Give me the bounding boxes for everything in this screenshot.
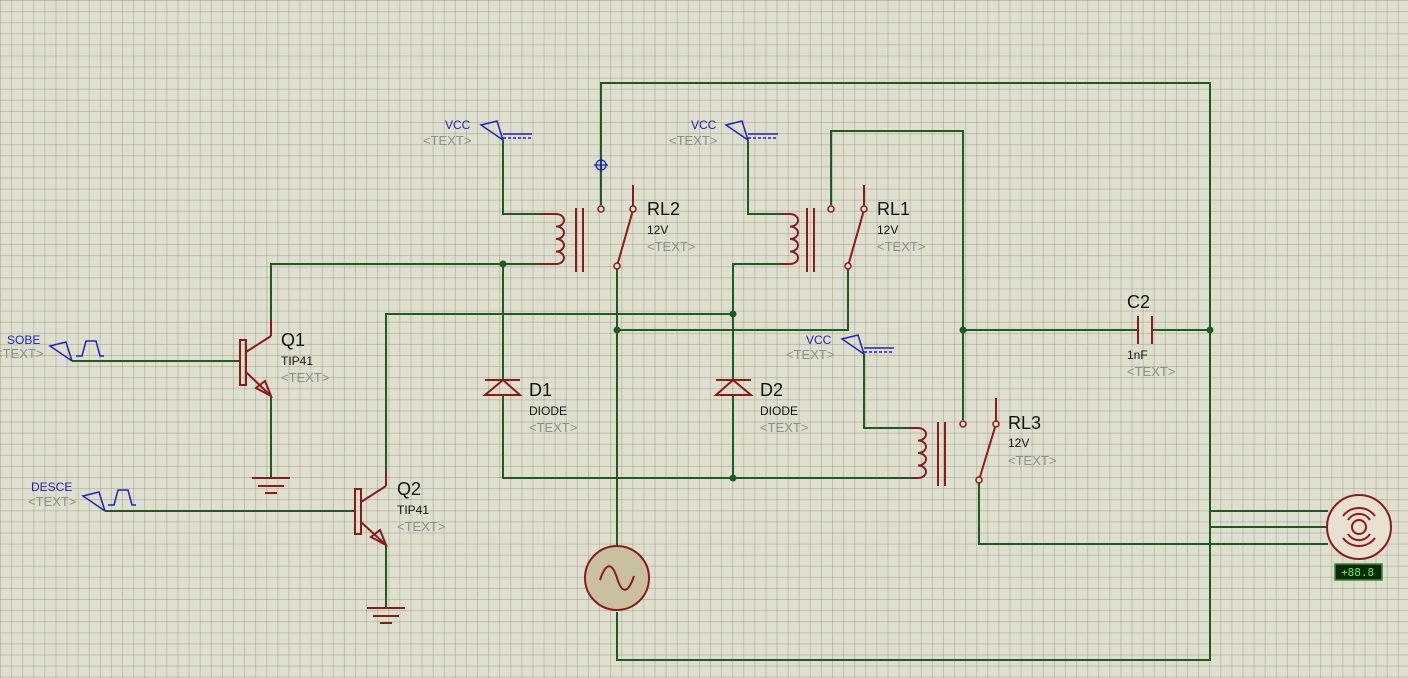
relay-rl1[interactable]: RL1 12V <TEXT> bbox=[782, 185, 925, 272]
sobe-label: SOBE bbox=[7, 333, 40, 347]
vcc-terminal-2[interactable]: VCC <TEXT> bbox=[669, 118, 778, 148]
sine-wave-icon bbox=[599, 565, 635, 591]
transistor-q2[interactable]: Q2 TIP41 <TEXT> bbox=[352, 470, 445, 548]
rl3-ref: RL3 bbox=[1008, 413, 1041, 433]
junctions bbox=[499, 260, 1214, 482]
relay-rl2[interactable]: RL2 12V <TEXT> bbox=[540, 185, 695, 272]
motor-readout-value: +88.8 bbox=[1341, 566, 1374, 579]
rl1-text-placeholder: <TEXT> bbox=[877, 239, 925, 254]
transistor-q1[interactable]: Q1 TIP41 <TEXT> bbox=[237, 320, 329, 399]
vcc-terminal-3[interactable]: VCC <TEXT> bbox=[786, 333, 894, 362]
ground-icon bbox=[367, 607, 405, 624]
vcc-label-3: VCC bbox=[806, 333, 832, 347]
sobe-text-placeholder: <TEXT> bbox=[0, 346, 43, 361]
diode-d1[interactable]: D1 DIODE <TEXT> bbox=[482, 378, 577, 435]
d2-text-placeholder: <TEXT> bbox=[760, 420, 808, 435]
d1-text-placeholder: <TEXT> bbox=[529, 420, 577, 435]
rl3-value: 12V bbox=[1008, 436, 1029, 450]
ac-source[interactable] bbox=[584, 545, 650, 611]
ground-icon bbox=[252, 477, 290, 494]
vcc-label-1: VCC bbox=[445, 118, 471, 132]
desce-generator[interactable]: DESCE <TEXT> bbox=[28, 480, 136, 512]
c2-text-placeholder: <TEXT> bbox=[1127, 364, 1175, 379]
vcc-text-placeholder-3: <TEXT> bbox=[786, 347, 834, 362]
motor-readout: +88.8 bbox=[1334, 563, 1383, 581]
c2-value: 1nF bbox=[1127, 348, 1148, 362]
q2-value: TIP41 bbox=[397, 503, 429, 517]
rl1-ref: RL1 bbox=[877, 199, 910, 219]
c2-ref: C2 bbox=[1127, 292, 1150, 312]
q1-ref: Q1 bbox=[281, 330, 305, 350]
crosshair-cursor-icon bbox=[594, 158, 608, 172]
rl2-value: 12V bbox=[647, 223, 668, 237]
q2-ref: Q2 bbox=[397, 479, 421, 499]
vcc-terminal-1[interactable]: VCC <TEXT> bbox=[423, 118, 532, 148]
rl2-ref: RL2 bbox=[647, 199, 680, 219]
q2-text-placeholder: <TEXT> bbox=[397, 519, 445, 534]
d1-value: DIODE bbox=[529, 404, 567, 418]
rl3-text-placeholder: <TEXT> bbox=[1008, 453, 1056, 468]
rl1-value: 12V bbox=[877, 223, 898, 237]
vcc-text-placeholder-1: <TEXT> bbox=[423, 133, 471, 148]
capacitor-c2[interactable]: C2 1nF <TEXT> bbox=[1127, 292, 1175, 379]
q1-value: TIP41 bbox=[281, 354, 313, 368]
stepper-motor[interactable] bbox=[1326, 494, 1392, 560]
d2-value: DIODE bbox=[760, 404, 798, 418]
sobe-generator[interactable]: SOBE <TEXT> bbox=[0, 333, 104, 362]
diode-d2[interactable]: D2 DIODE <TEXT> bbox=[713, 378, 808, 435]
wires bbox=[72, 82, 1328, 661]
vcc-label-2: VCC bbox=[691, 118, 717, 132]
q1-text-placeholder: <TEXT> bbox=[281, 370, 329, 385]
vcc-text-placeholder-2: <TEXT> bbox=[669, 133, 717, 148]
d1-ref: D1 bbox=[529, 380, 552, 400]
d2-ref: D2 bbox=[760, 380, 783, 400]
desce-label: DESCE bbox=[31, 480, 72, 494]
rl2-text-placeholder: <TEXT> bbox=[647, 239, 695, 254]
relay-rl3[interactable]: RL3 12V <TEXT> bbox=[910, 398, 1056, 486]
desce-text-placeholder: <TEXT> bbox=[28, 494, 76, 509]
